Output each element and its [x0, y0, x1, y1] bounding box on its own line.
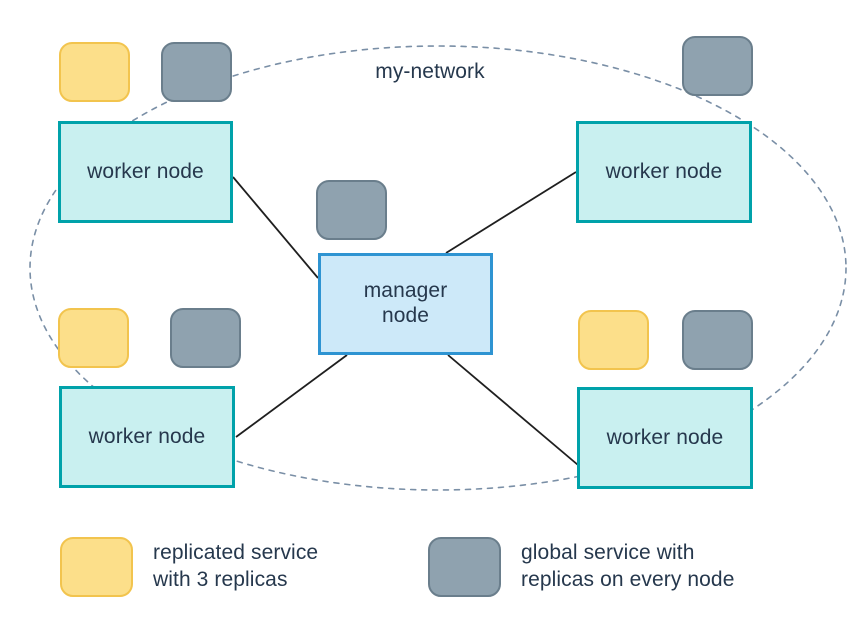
manager-node[interactable]: manager node — [318, 253, 493, 355]
worker-node-top-left[interactable]: worker node — [58, 121, 233, 223]
worker-node-top-left-label: worker node — [87, 159, 204, 183]
worker-node-top-right[interactable]: worker node — [576, 121, 752, 223]
network-name-label: my-network — [375, 60, 485, 83]
edge-manager-worker-bottom-right — [447, 354, 579, 466]
global-service-top-right — [682, 36, 753, 96]
edge-manager-worker-bottom-left — [235, 354, 348, 438]
worker-node-bottom-right-label: worker node — [606, 425, 724, 449]
legend-swatch-replicated-service — [60, 537, 133, 597]
worker-node-top-right-label: worker node — [605, 159, 723, 183]
legend-label-global-service: global service with replicas on every no… — [521, 541, 735, 591]
legend-label-replicated-service: replicated service with 3 replicas — [153, 541, 319, 591]
global-service-bottom-right — [682, 310, 753, 370]
legend-item-replicated-service: replicated service with 3 replicas — [60, 537, 318, 597]
edge-manager-worker-top-left — [232, 176, 319, 279]
worker-node-bottom-left[interactable]: worker node — [59, 386, 235, 488]
edge-manager-worker-top-right — [445, 171, 577, 254]
legend-item-global-service: global service with replicas on every no… — [428, 537, 735, 597]
legend-swatch-global-service — [428, 537, 501, 597]
replicated-service-bottom-left — [58, 308, 129, 368]
global-service-top-left — [161, 42, 232, 102]
global-service-center — [316, 180, 387, 240]
replicated-service-top-left — [59, 42, 130, 102]
manager-node-label: manager node — [363, 279, 448, 327]
worker-node-bottom-left-label: worker node — [88, 424, 206, 448]
global-service-bottom-left — [170, 308, 241, 368]
replicated-service-bottom-right — [578, 310, 649, 370]
worker-node-bottom-right[interactable]: worker node — [577, 387, 753, 489]
